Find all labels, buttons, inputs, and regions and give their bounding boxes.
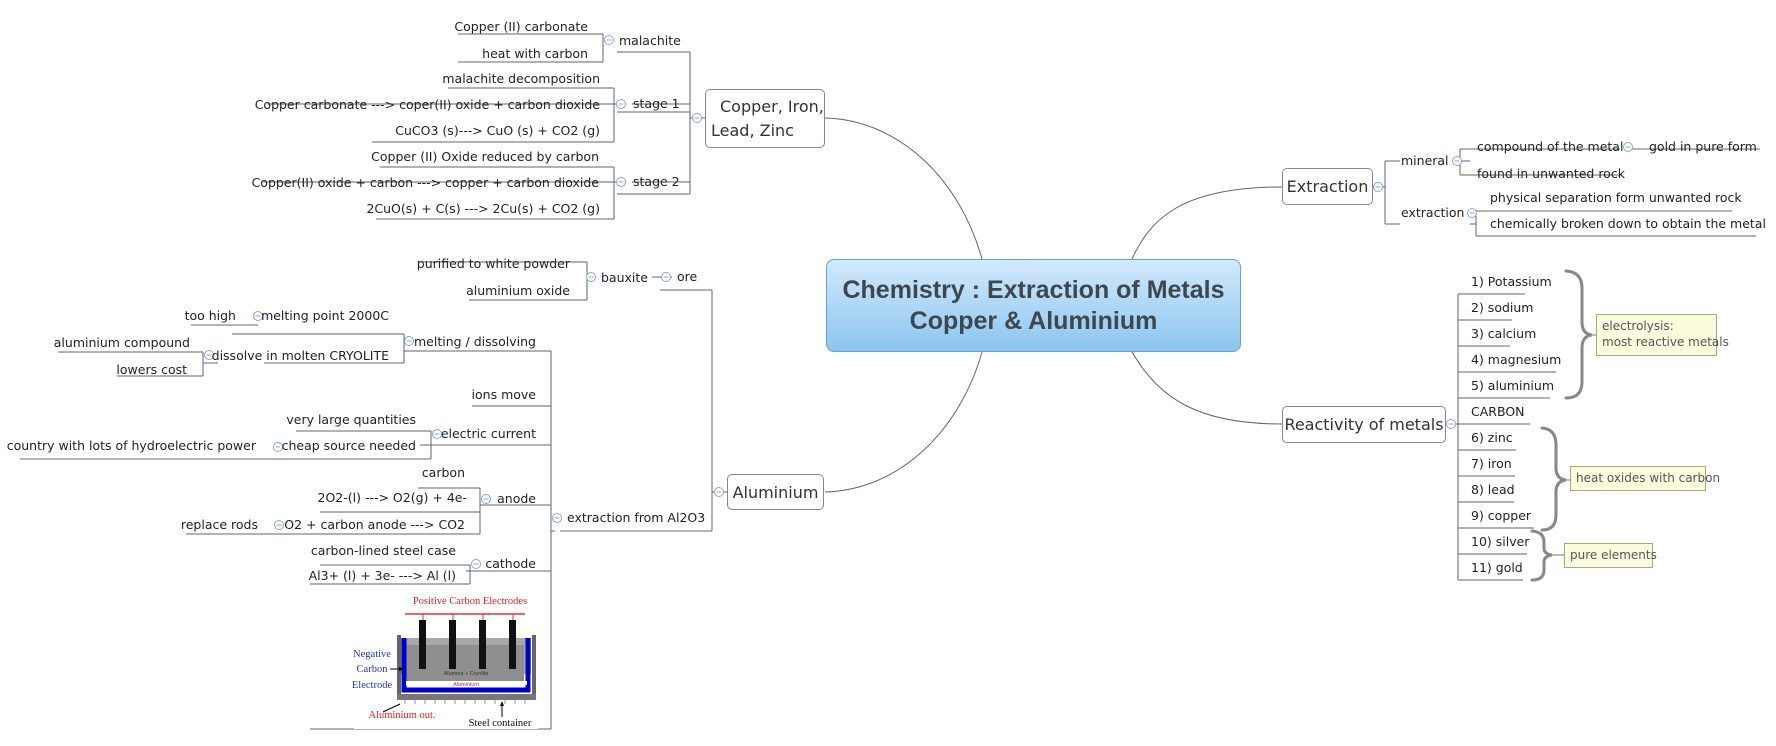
note-heat-oxides[interactable]: heat oxides with carbon [1570,466,1720,491]
electric-current[interactable]: electric current [440,426,536,441]
cathode-case[interactable]: carbon-lined steel case [310,543,456,558]
anode-equation[interactable]: 2O2-(l) ---> O2(g) + 4e- [317,490,468,505]
copper-stage1[interactable]: stage 1 [633,96,680,111]
cathode-equation[interactable]: Al3+ (l) + 3e- ---> Al (l) [308,568,456,583]
reactivity-item[interactable]: 11) gold [1471,560,1523,575]
stage1-item-2[interactable]: Copper carbonate ---> coper(II) oxide + … [254,97,600,112]
anode-carbon[interactable]: carbon [421,465,465,480]
note-pure-elements-label: pure elements [1570,548,1657,562]
note-electrolysis[interactable]: electrolysis: most reactive metals [1596,314,1729,356]
diagram-electrode-label: Electrode [352,680,393,691]
stage1-item-1[interactable]: malachite decomposition [442,71,600,86]
diagram-positive-label: Positive Carbon Electrodes [413,596,527,607]
mineral-gold[interactable]: gold in pure form [1649,139,1757,154]
bauxite-item-1[interactable]: purified to white powder [416,256,570,271]
reactivity-item[interactable]: 10) silver [1471,534,1530,549]
reactivity-item[interactable]: 5) aluminium [1471,378,1555,393]
topic-reactivity-label: Reactivity of metals [1284,415,1444,434]
topic-aluminium-label: Aluminium [732,482,819,502]
central-topic[interactable]: Chemistry : Extraction of Metals Copper … [826,259,1241,352]
reactivity-item[interactable]: 8) lead [1471,482,1515,497]
stage2-item-2[interactable]: Copper(II) oxide + carbon ---> copper + … [251,175,599,190]
aluminium-compound[interactable]: aluminium compound [53,335,190,350]
stage2-item-1[interactable]: Copper (II) Oxide reduced by carbon [371,149,599,164]
replace-rods[interactable]: replace rods [180,517,258,532]
electrolysis-cell-diagram: Positive Carbon Electrodes Negative Carb… [352,592,538,729]
ions-move[interactable]: ions move [471,387,536,402]
stage2-item-3[interactable]: 2CuO(s) + C(s) ---> 2Cu(s) + CO2 (g) [366,201,600,216]
reactivity-item[interactable]: 3) calcium [1471,326,1537,341]
central-title-line1: Chemistry : Extraction of Metals [842,275,1225,304]
topic-extraction-label: Extraction [1286,177,1369,196]
malachite-item-2[interactable]: heat with carbon [482,46,588,61]
topic-copper-line2: Lead, Zinc [711,120,794,140]
copper-malachite[interactable]: malachite [619,33,681,48]
diagram-electrolyte-label: Alumina + Cryolite [444,671,489,677]
note-electrolysis-line1: electrolysis: [1602,319,1674,333]
melting-dissolving[interactable]: melting / dissolving [413,334,536,349]
extraction-mineral[interactable]: mineral [1401,153,1449,168]
extraction-process[interactable]: extraction [1401,205,1465,220]
note-heat-oxides-label: heat oxides with carbon [1576,471,1721,485]
reactivity-item[interactable]: 1) Potassium [1471,274,1552,289]
process-chemical[interactable]: chemically broken down to obtain the met… [1490,216,1766,231]
copper-stage2[interactable]: stage 2 [633,174,680,189]
aluminium-extraction[interactable]: extraction from Al2O3 [567,510,706,525]
bauxite-item-2[interactable]: aluminium oxide [466,283,570,298]
topic-reactivity[interactable]: Reactivity of metals [1282,406,1446,443]
reactivity-item[interactable]: 7) iron [1471,456,1512,471]
anode[interactable]: anode [497,491,536,506]
diagram-al-out-label: Aluminium out. [368,710,435,721]
stage1-item-3[interactable]: CuCO3 (s)---> CuO (s) + CO2 (g) [395,123,600,138]
process-physical[interactable]: physical separation form unwanted rock [1490,190,1742,205]
topic-extraction[interactable]: Extraction [1282,168,1373,205]
hydroelectric-country[interactable]: country with lots of hydroelectric power [6,438,256,453]
very-large-quantities[interactable]: very large quantities [286,412,416,427]
dissolve-cryolite[interactable]: dissolve in molten CRYOLITE [211,348,389,363]
note-electrolysis-line2: most reactive metals [1602,335,1729,349]
malachite-item-1[interactable]: Copper (II) carbonate [454,19,588,34]
topic-aluminium[interactable]: Aluminium [727,474,824,510]
anode-equation-2[interactable]: O2 + carbon anode ---> CO2 [284,517,465,532]
lowers-cost[interactable]: lowers cost [116,362,187,377]
diagram-negative-label: Negative [353,649,391,660]
diagram-aluminium-label: Aluminium [453,682,479,688]
ore-bauxite[interactable]: bauxite [601,270,648,285]
reactivity-item[interactable]: CARBON [1471,404,1525,419]
reactivity-item[interactable]: 2) sodium [1471,300,1534,315]
mineral-found[interactable]: found in unwanted rock [1477,166,1625,181]
reactivity-item[interactable]: 6) zinc [1471,430,1513,445]
central-title-line2: Copper & Aluminium [909,306,1158,335]
too-high[interactable]: too high [184,308,236,323]
note-pure-elements[interactable]: pure elements [1564,543,1657,568]
cathode[interactable]: cathode [485,556,536,571]
diagram-steel-label: Steel container [469,718,532,729]
topic-copper[interactable]: Copper, Iron, Lead, Zinc [705,89,825,148]
cheap-source[interactable]: cheap source needed [281,438,416,453]
melting-point[interactable]: melting point 2000C [261,308,389,323]
topic-copper-line1: Copper, Iron, [720,96,824,116]
mineral-compound[interactable]: compound of the metal [1477,139,1624,154]
reactivity-item[interactable]: 9) copper [1471,508,1532,523]
reactivity-item[interactable]: 4) magnesium [1471,352,1562,367]
aluminium-ore[interactable]: ore [677,269,698,284]
diagram-carbon-label: Carbon [357,664,389,675]
